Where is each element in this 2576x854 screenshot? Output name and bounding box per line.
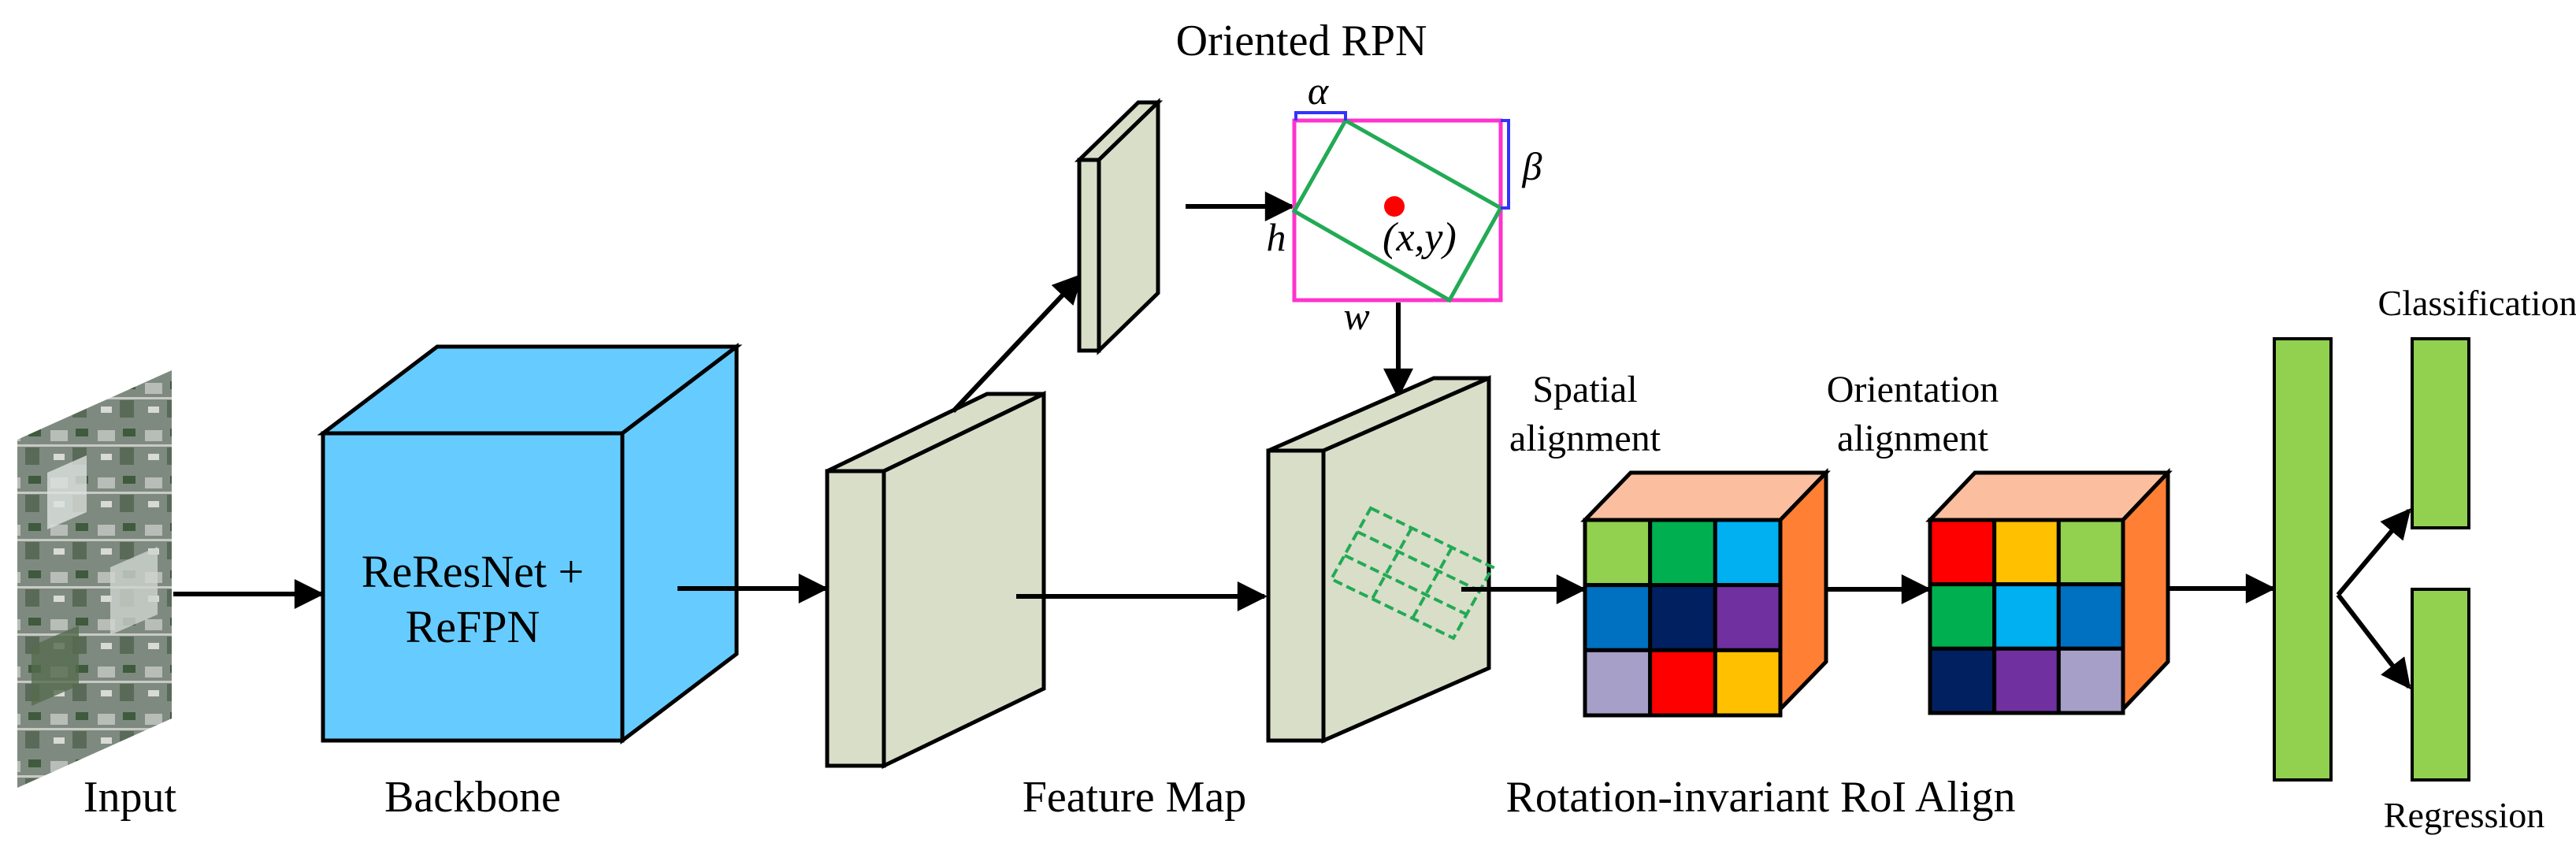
oriented-rpn-title: Oriented RPN [1176, 17, 1427, 65]
roi-align-label: Rotation-invariant RoI Align [1505, 773, 2015, 822]
orientGrid-cell [1928, 518, 1997, 587]
backbone-box-text-2: ReFPN [406, 601, 540, 652]
rpn-box [1291, 111, 1510, 303]
orientGrid-cell [2056, 646, 2125, 715]
orientation-label-2: alignment [1837, 418, 1989, 459]
rpn-center-point [1384, 196, 1405, 217]
spatialGrid-cell [1713, 648, 1783, 718]
spatial-label-2: alignment [1509, 418, 1661, 459]
spatialGrid-cell [1648, 583, 1717, 652]
rpn-feature-slab [1074, 98, 1164, 355]
fc-layer [2273, 337, 2333, 782]
spatialGrid-cell [1583, 583, 1653, 652]
spatial-label-1: Spatial [1532, 369, 1637, 410]
orientGrid-cell [1992, 582, 2061, 651]
orientGrid-cell [1928, 646, 1997, 715]
spatialGrid-cell [1648, 518, 1717, 588]
arrow-fc-classification [2336, 508, 2411, 596]
orientGrid-cell [1928, 582, 1997, 651]
spatialGrid-cell [1713, 518, 1783, 588]
backbone-box-text-1: ReResNet + [362, 546, 584, 597]
arrow-feature-rpn [951, 273, 1083, 414]
arrow-fc-regression [2336, 593, 2411, 690]
beta-symbol: β [1522, 144, 1542, 188]
alpha-symbol: α [1308, 69, 1330, 113]
spatialGrid-cell [1648, 648, 1717, 718]
orientation-grid [1928, 518, 2125, 715]
feature-map-1 [825, 391, 1046, 769]
center-symbol: (x,y) [1383, 215, 1457, 260]
orientGrid-cell [1992, 646, 2061, 715]
h-symbol: h [1267, 215, 1286, 259]
orientation-cube [1925, 467, 2173, 715]
spatial-grid [1583, 518, 1783, 718]
spatialGrid-cell [1583, 648, 1653, 718]
input-label: Input [84, 773, 177, 822]
feature-map-2 [1266, 375, 1495, 744]
spatial-cube [1580, 467, 1831, 718]
backbone-label: Backbone [384, 773, 561, 822]
backbone-cube [317, 342, 743, 745]
classification-label: Classification [2378, 283, 2576, 323]
classification-head [2411, 337, 2470, 529]
input-image [17, 370, 172, 788]
w-symbol: w [1343, 294, 1369, 338]
feature-map-label: Feature Map [1023, 773, 1247, 822]
orientation-label-1: Orientation [1827, 369, 1999, 410]
regression-head [2411, 588, 2470, 782]
regression-label: Regression [2384, 795, 2544, 835]
spatialGrid-cell [1583, 518, 1653, 588]
orientGrid-cell [2056, 518, 2125, 587]
spatialGrid-cell [1713, 583, 1783, 652]
orientGrid-cell [2056, 582, 2125, 651]
orientGrid-cell [1992, 518, 2061, 587]
